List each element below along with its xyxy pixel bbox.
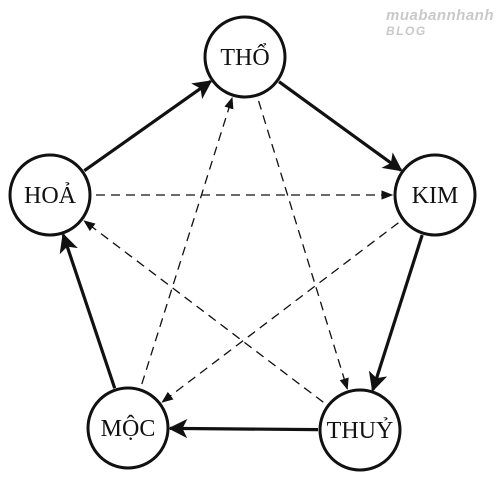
node-thuy: THUỶ	[318, 388, 402, 472]
generating-arrow-moc-to-hoa	[59, 232, 117, 389]
node-hoa: HOẢ	[8, 153, 92, 237]
generating-arrow-thuy-to-moc	[168, 418, 319, 439]
node-tho: THỔ	[203, 15, 287, 99]
node-kim: KIM	[393, 153, 477, 237]
overcoming-arrow-kim-to-moc	[161, 222, 399, 403]
node-label-kim: KIM	[412, 183, 459, 209]
watermark: muabannhanh BLOG	[386, 8, 494, 37]
element-nodes: THỔ KIM THUỶ MỘC HOẢ	[8, 15, 477, 472]
node-label-thuy: THUỶ	[327, 418, 394, 444]
node-moc: MỘC	[86, 386, 170, 470]
node-circle-tho	[203, 15, 287, 99]
overcoming-arrow-tho-to-thuy	[257, 100, 349, 391]
node-circle-kim	[393, 153, 477, 237]
overcoming-arrow-thuy-to-hoa	[83, 220, 324, 403]
generating-arrow-hoa-to-tho	[83, 79, 213, 173]
generating-arrow-tho-to-kim	[278, 80, 403, 172]
watermark-line-2: BLOG	[385, 24, 427, 38]
watermark-line-1: muabannhanh	[385, 7, 494, 24]
generating-cycle-arrows	[59, 79, 424, 439]
overcoming-arrow-moc-to-tho	[141, 96, 234, 385]
node-circle-thuy	[318, 388, 402, 472]
overcoming-cycle-arrows	[83, 96, 399, 403]
node-label-hoa: HOẢ	[24, 183, 77, 209]
node-circle-moc	[86, 386, 170, 470]
node-label-tho: THỔ	[220, 44, 269, 71]
node-label-moc: MỘC	[101, 415, 156, 442]
node-circle-hoa	[8, 153, 92, 237]
generating-arrow-kim-to-thuy	[368, 234, 424, 392]
